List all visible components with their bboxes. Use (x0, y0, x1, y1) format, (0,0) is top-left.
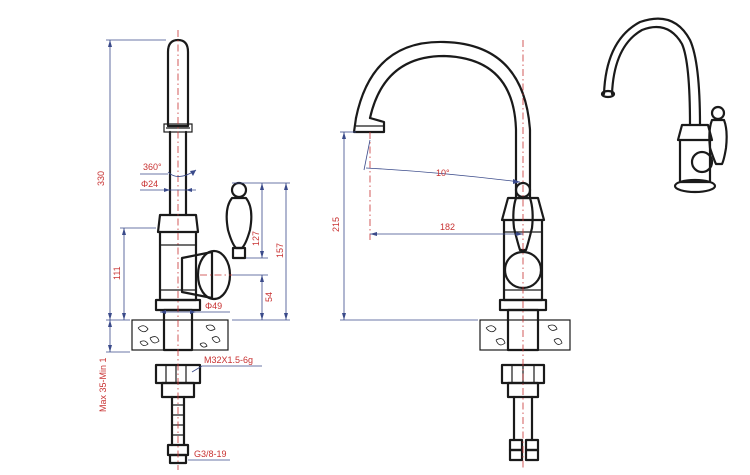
dim-deck-thickness: Max 35-Min 1 (98, 357, 108, 412)
dim-handle-height: 127 (251, 231, 261, 246)
dim-height-body: 111 (112, 266, 122, 280)
dim-height-total: 330 (96, 171, 106, 186)
dim-spout-reach: 182 (440, 222, 455, 232)
dim-hose: G3/8-19 (194, 449, 227, 459)
dim-lever-height: 157 (275, 243, 285, 258)
dim-body-diameter: Φ49 (205, 301, 222, 311)
side-view (340, 40, 571, 470)
dim-lever-offset: 54 (264, 292, 274, 302)
front-deck (131, 319, 229, 351)
iso-body (676, 123, 714, 184)
dim-spout-diameter: Φ24 (141, 179, 158, 189)
side-handle (512, 196, 534, 252)
dim-spout-angle: 10° (436, 168, 450, 178)
front-body (156, 213, 200, 234)
dim-spout-height: 215 (331, 217, 341, 232)
iso-view (600, 17, 728, 194)
iso-spout (602, 17, 702, 127)
front-handle (225, 196, 253, 250)
dim-rotation: 360° (143, 162, 162, 172)
side-deck (479, 319, 571, 351)
iso-handle (708, 118, 728, 166)
front-view (106, 30, 290, 470)
dim-thread: M32X1.5-6g (204, 355, 253, 365)
